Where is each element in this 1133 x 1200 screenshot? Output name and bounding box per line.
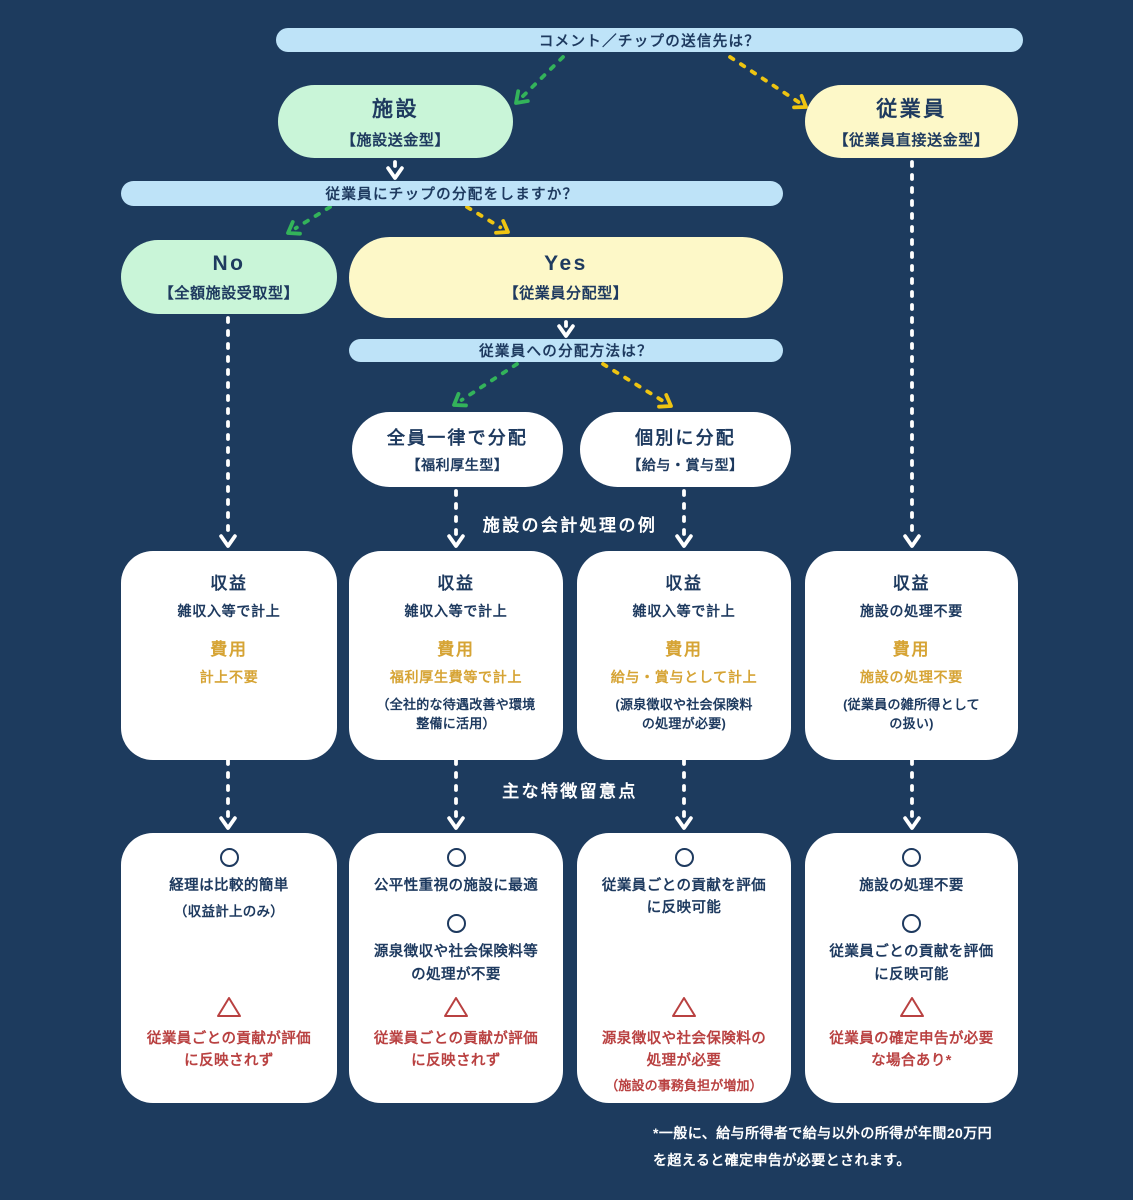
no-node-subtitle: 【全額施設受取型】 [158, 284, 300, 302]
triangle-icon [217, 997, 241, 1017]
circle-icon [446, 914, 466, 934]
accounting-card-welfare: 収益 雑収入等で計上 費用 福利厚生費等で計上 （全社的な待遇改善や環境 整備に… [349, 551, 563, 760]
pro-text: 源泉徴収や社会保険料等 の処理が不要 [373, 944, 539, 983]
individual-node-title: 個別に分配 [635, 428, 736, 448]
accounting-note: (従業員の雑所得として の扱い) [843, 697, 980, 731]
con-note: （施設の事務負担が増加） [605, 1077, 763, 1093]
circle-icon [674, 848, 694, 867]
con-text: 従業員ごとの貢献が評価 に反映されず [146, 1031, 312, 1070]
question-method-bar: 従業員への分配方法は？ [349, 339, 783, 362]
feature-card-salary-bonus: 従業員ごとの貢献を評価 に反映可能 源泉徴収や社会保険料の 処理が必要 （施設の… [577, 833, 791, 1103]
expense-text: 福利厚生費等で計上 [389, 669, 523, 685]
accounting-section-title: 施設の会計処理の例 [482, 516, 658, 535]
pros-list: 従業員ごとの貢献を評価 に反映可能 [577, 833, 791, 920]
revenue-text: 雑収入等で計上 [632, 603, 736, 619]
footnote: *一般に、給与所得者で給与以外の所得が年間20万円 を超えると確定申告が必要とさ… [653, 1125, 993, 1168]
con-text: 従業員の確定申告が必要 な場合あり* [829, 1031, 994, 1070]
cons-list: 従業員ごとの貢献が評価 に反映されず [349, 995, 563, 1073]
circle-icon [219, 848, 239, 867]
revenue-text: 雑収入等で計上 [404, 603, 508, 619]
circle-icon [446, 848, 466, 867]
triangle-icon [899, 997, 924, 1017]
circle-icon [902, 848, 921, 867]
revenue-label: 収益 [665, 574, 703, 593]
pro-text: 経理は比較的簡単 [169, 878, 289, 894]
con-text: 従業員ごとの貢献が評価 に反映されず [373, 1031, 539, 1070]
accounting-card-no-distribution: 収益 雑収入等で計上 費用 計上不要 [121, 551, 337, 760]
accounting-card-direct: 収益 施設の処理不要 費用 施設の処理不要 (従業員の雑所得として の扱い) [805, 551, 1018, 760]
question-destination-text: コメント／チップの送信先は？ [538, 33, 761, 50]
no-node-title: No [212, 251, 246, 275]
employee-node: 従業員 【従業員直接送金型】 [805, 85, 1018, 158]
accounting-card-salary-bonus: 収益 雑収入等で計上 費用 給与・賞与として計上 (源泉徴収や社会保険料 の処理… [577, 551, 791, 760]
expense-label: 費用 [665, 640, 703, 659]
yes-node-title: Yes [544, 252, 588, 275]
yes-node: Yes 【従業員分配型】 [349, 237, 783, 318]
pro-text: 従業員ごとの貢献を評価 に反映可能 [601, 878, 767, 917]
revenue-label: 収益 [210, 574, 248, 593]
accounting-note: （全社的な待遇改善や環境 整備に活用） [376, 697, 536, 731]
question-distribution-bar: 従業員にチップの分配をしますか？ [121, 181, 783, 206]
question-distribution-text: 従業員にチップの分配をしますか？ [325, 187, 579, 203]
features-section-title: 主な特徴留意点 [502, 782, 638, 801]
pro-text: 施設の処理不要 [859, 878, 964, 894]
individual-distribution-node: 個別に分配 【給与・賞与型】 [580, 412, 791, 487]
expense-text: 給与・賞与として計上 [610, 669, 758, 685]
accounting-note: (源泉徴収や社会保険料 の処理が必要) [615, 697, 753, 731]
revenue-text: 雑収入等で計上 [177, 603, 281, 619]
circle-icon [902, 914, 921, 934]
employee-node-subtitle: 【従業員直接送金型】 [833, 132, 990, 149]
revenue-label: 収益 [437, 574, 475, 593]
pros-list: 施設の処理不要 従業員ごとの貢献を評価 に反映可能 [805, 833, 1018, 986]
uniform-node-subtitle: 【福利厚生型】 [406, 457, 509, 473]
feature-card-no-distribution: 経理は比較的簡単 （収益計上のみ） 従業員ごとの貢献が評価 に反映されず [121, 833, 337, 1103]
facility-node-subtitle: 【施設送金型】 [340, 132, 451, 149]
con-text: 源泉徴収や社会保険料の 処理が必要 [601, 1031, 767, 1070]
feature-card-direct: 施設の処理不要 従業員ごとの貢献を評価 に反映可能 従業員の確定申告が必要 な場… [805, 833, 1018, 1103]
expense-text: 計上不要 [199, 669, 259, 685]
pro-note: （収益計上のみ） [173, 904, 285, 920]
triangle-icon [444, 997, 468, 1017]
cons-list: 従業員ごとの貢献が評価 に反映されず [121, 995, 337, 1073]
uniform-node-title: 全員一律で分配 [386, 428, 529, 448]
uniform-distribution-node: 全員一律で分配 【福利厚生型】 [352, 412, 563, 487]
pros-list: 公平性重視の施設に最適 源泉徴収や社会保険料等 の処理が不要 [349, 833, 563, 986]
employee-node-title: 従業員 [876, 98, 947, 121]
no-node: No 【全額施設受取型】 [121, 240, 337, 314]
facility-node: 施設 【施設送金型】 [278, 85, 513, 158]
cons-list: 源泉徴収や社会保険料の 処理が必要 （施設の事務負担が増加） [577, 995, 791, 1094]
question-method-text: 従業員への分配方法は？ [479, 344, 653, 360]
feature-card-welfare: 公平性重視の施設に最適 源泉徴収や社会保険料等 の処理が不要 従業員ごとの貢献が… [349, 833, 563, 1103]
pro-text: 公平性重視の施設に最適 [373, 878, 539, 894]
revenue-label: 収益 [892, 574, 931, 593]
cons-list: 従業員の確定申告が必要 な場合あり* [805, 995, 1018, 1073]
individual-node-subtitle: 【給与・賞与型】 [627, 457, 744, 473]
pro-text: 従業員ごとの貢献を評価 に反映可能 [829, 944, 994, 983]
question-destination-bar: コメント／チップの送信先は？ [276, 28, 1023, 52]
revenue-text: 施設の処理不要 [860, 603, 963, 619]
expense-label: 費用 [437, 640, 475, 659]
yes-node-subtitle: 【従業員分配型】 [503, 285, 629, 302]
expense-text: 施設の処理不要 [860, 669, 963, 685]
expense-label: 費用 [210, 640, 248, 659]
triangle-icon [672, 997, 696, 1017]
facility-node-title: 施設 [371, 98, 420, 121]
expense-label: 費用 [892, 640, 931, 659]
pros-list: 経理は比較的簡単 （収益計上のみ） [121, 833, 337, 920]
